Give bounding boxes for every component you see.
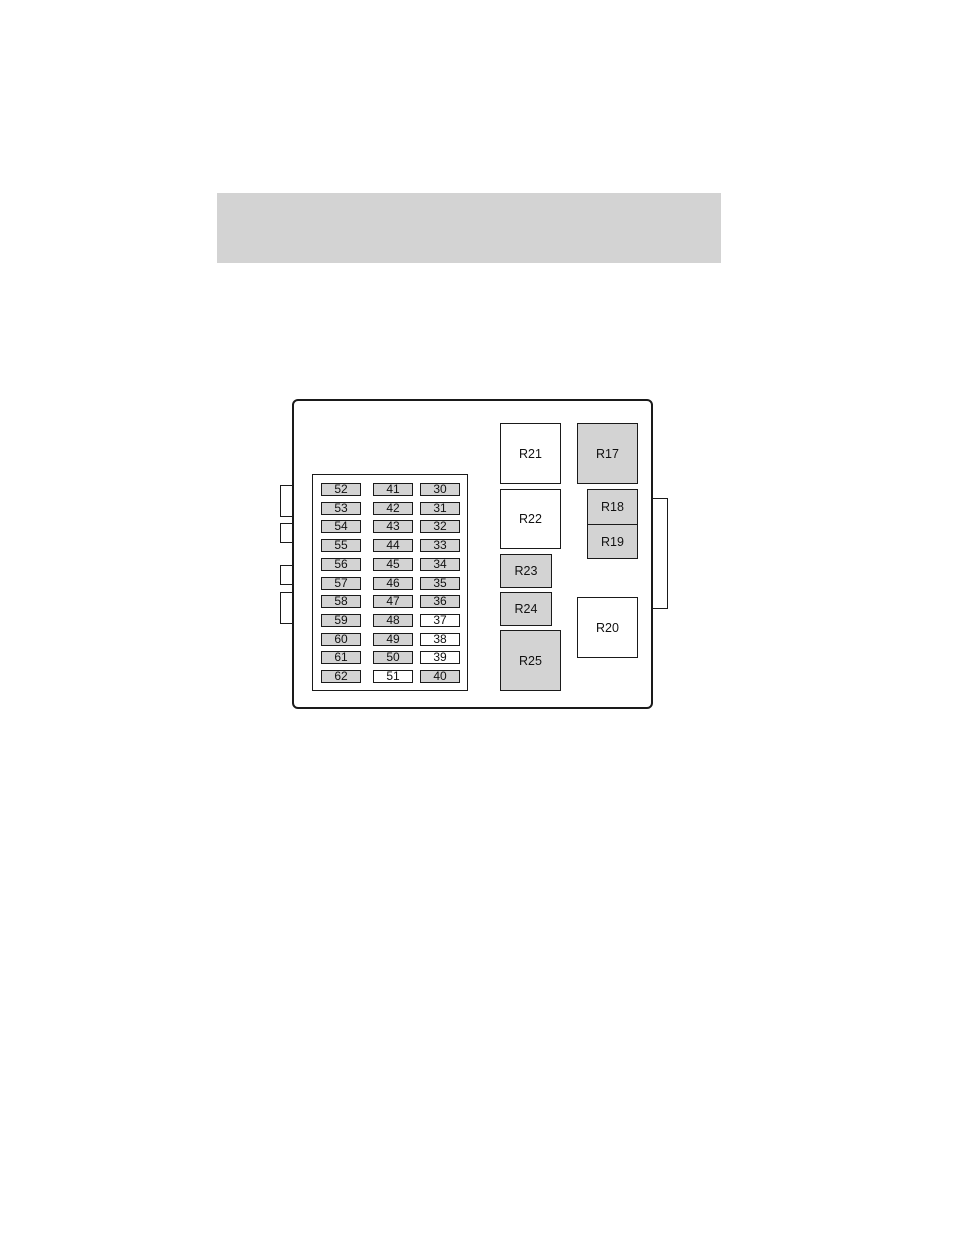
fuse-30: 30: [420, 483, 460, 496]
fuse-44: 44: [373, 539, 413, 552]
relay-label: R19: [601, 535, 624, 549]
fuse-59: 59: [321, 614, 361, 627]
relay-label: R18: [601, 500, 624, 514]
fuse-33: 33: [420, 539, 460, 552]
fuse-46: 46: [373, 577, 413, 590]
fuse-48: 48: [373, 614, 413, 627]
fuse-54: 54: [321, 520, 361, 533]
fuse-35: 35: [420, 577, 460, 590]
fuse-62: 62: [321, 670, 361, 683]
fuse-39: 39: [420, 651, 460, 664]
relay-r23: R23: [500, 554, 552, 588]
relay-r24: R24: [500, 592, 552, 626]
fuse-45: 45: [373, 558, 413, 571]
fuse-42: 42: [373, 502, 413, 515]
relay-r25: R25: [500, 630, 561, 691]
fuse-32: 32: [420, 520, 460, 533]
relay-label: R20: [596, 621, 619, 635]
relay-r21: R21: [500, 423, 561, 484]
relay-label: R17: [596, 447, 619, 461]
fuse-50: 50: [373, 651, 413, 664]
header-band: [217, 193, 721, 263]
relay-label: R24: [515, 602, 538, 616]
fuse-38: 38: [420, 633, 460, 646]
fuse-37: 37: [420, 614, 460, 627]
fuse-57: 57: [321, 577, 361, 590]
relay-label: R22: [519, 512, 542, 526]
fuse-61: 61: [321, 651, 361, 664]
fuse-36: 36: [420, 595, 460, 608]
fuse-49: 49: [373, 633, 413, 646]
fuse-41: 41: [373, 483, 413, 496]
fuse-31: 31: [420, 502, 460, 515]
fuse-panel: 52 41 30 53 42 31 54 43 32 55 44 33 56 45 34 57 46 35 58 47…: [312, 474, 468, 691]
relay-r20: R20: [577, 597, 638, 658]
relay-r19: R19: [587, 524, 638, 559]
fuse-43: 43: [373, 520, 413, 533]
relay-r22: R22: [500, 489, 561, 549]
fuse-53: 53: [321, 502, 361, 515]
relay-r18: R18: [587, 489, 638, 525]
fuse-34: 34: [420, 558, 460, 571]
fuse-56: 56: [321, 558, 361, 571]
relay-label: R23: [515, 564, 538, 578]
relay-label: R21: [519, 447, 542, 461]
fuse-51: 51: [373, 670, 413, 683]
relay-r17: R17: [577, 423, 638, 484]
fuse-60: 60: [321, 633, 361, 646]
fuse-52: 52: [321, 483, 361, 496]
relay-label: R25: [519, 654, 542, 668]
fuse-58: 58: [321, 595, 361, 608]
right-tab: [652, 498, 668, 609]
fuse-47: 47: [373, 595, 413, 608]
fuse-40: 40: [420, 670, 460, 683]
fuse-55: 55: [321, 539, 361, 552]
